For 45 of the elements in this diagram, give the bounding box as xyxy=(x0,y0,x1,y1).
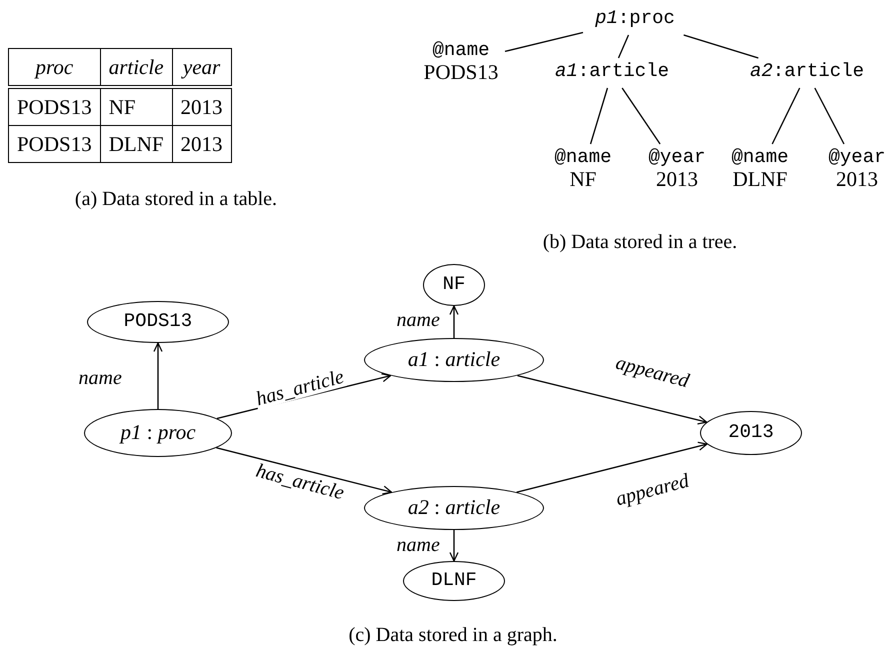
arrow xyxy=(517,374,708,425)
tree-branch-line xyxy=(772,88,800,144)
tree-node-label: a2:article xyxy=(733,60,881,86)
table-value: 2013 xyxy=(172,87,232,126)
table-value: PODS13 xyxy=(8,126,100,162)
tree-branch-line xyxy=(590,88,608,144)
caption: (a) Data stored in a table. xyxy=(74,188,278,211)
attribute-value: PODS13 xyxy=(422,61,500,83)
attribute-value: DLNF xyxy=(732,168,788,190)
attribute-value: 2013 xyxy=(655,168,699,190)
arrow xyxy=(449,530,459,562)
table-value: 2013 xyxy=(172,126,232,162)
table-value: NF xyxy=(100,87,172,126)
table-header: year xyxy=(172,48,232,87)
graph-node-ellipse: NF xyxy=(423,264,485,306)
arrow xyxy=(153,342,163,409)
attribute-name: @name xyxy=(553,146,612,168)
arrow xyxy=(449,305,459,338)
graph-node-ellipse: p1 : proc xyxy=(84,409,232,457)
caption: (b) Data stored in a tree. xyxy=(542,231,738,254)
arrow xyxy=(516,442,708,493)
graph-node-ellipse: a1 : article xyxy=(364,338,544,382)
tree-branch-line xyxy=(814,88,845,144)
arrow xyxy=(216,447,392,495)
table-header: proc xyxy=(8,48,100,87)
attribute-value: 2013 xyxy=(835,168,879,190)
caption: (c) Data stored in a graph. xyxy=(348,624,558,647)
tree-branch-line xyxy=(618,34,630,58)
graph-node-ellipse: PODS13 xyxy=(87,301,229,343)
table-value: DLNF xyxy=(100,126,172,162)
attribute-name: @name xyxy=(730,146,790,168)
tree-branch-line xyxy=(683,34,759,59)
attribute-name: @year xyxy=(647,146,706,168)
table-value: PODS13 xyxy=(8,87,100,126)
tree-branch-line xyxy=(504,32,584,52)
tree-node-label: p1:proc xyxy=(585,7,685,33)
table-header: article xyxy=(100,48,172,87)
attribute-name: @year xyxy=(827,146,886,168)
graph-node-ellipse: 2013 xyxy=(700,411,802,455)
graph-node-ellipse: DLNF xyxy=(403,561,505,601)
tree-node-label: a1:article xyxy=(538,60,686,86)
graph-node-ellipse: a2 : article xyxy=(364,486,544,530)
attribute-value: NF xyxy=(568,168,598,190)
attribute-name: @name xyxy=(431,39,490,61)
tree-branch-line xyxy=(622,88,661,144)
